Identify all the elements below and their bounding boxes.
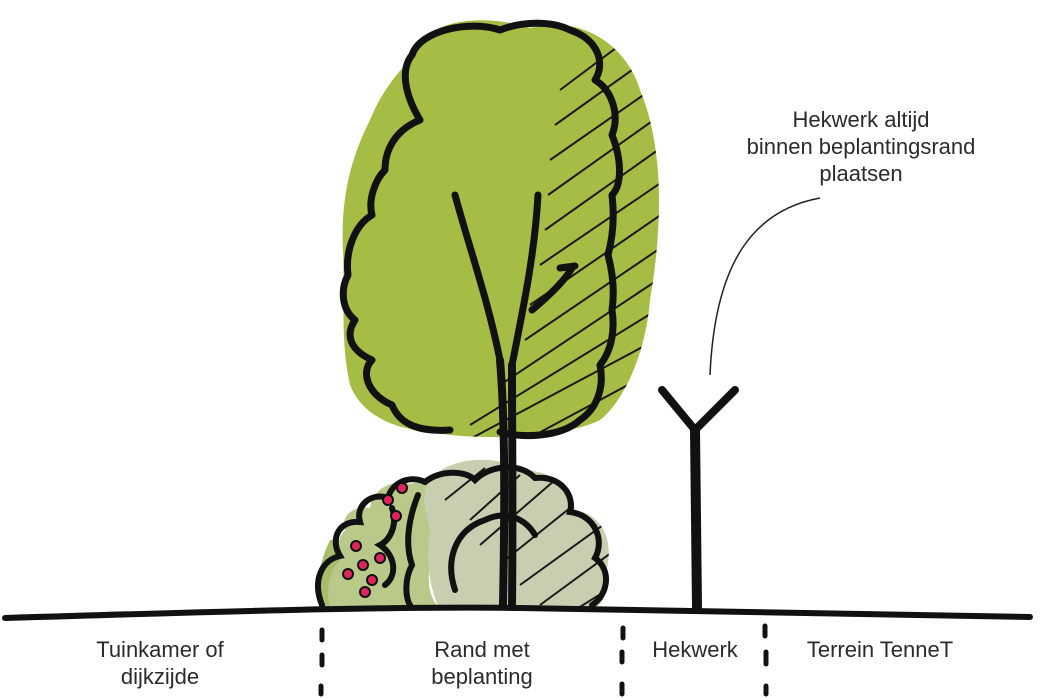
trunk-main (500, 360, 512, 605)
fence-post-arms (662, 390, 735, 430)
annotation-line-2: binnen beplantingsrand (716, 133, 1006, 160)
ground-line (5, 608, 1030, 618)
berry (397, 483, 407, 493)
berry (343, 569, 353, 579)
zone-label-hekwerk: Hekwerk (630, 636, 760, 663)
zone-label-line: beplanting (392, 663, 572, 690)
berry (391, 511, 401, 521)
zone-label-line: Rand met (392, 636, 572, 663)
fence-post-pole (695, 430, 697, 608)
zone-label-line: Hekwerk (630, 636, 760, 663)
zone-label-line: Tuinkamer of (60, 636, 260, 663)
zone-label-tuinkamer: Tuinkamer of dijkzijde (60, 636, 260, 690)
berry (360, 587, 370, 597)
annotation-line-1: Hekwerk altijd (716, 106, 1006, 133)
annotation-leader-line (710, 198, 820, 375)
shrub-sketch-icon (318, 460, 615, 610)
zone-label-terrein: Terrein TenneT (780, 636, 980, 663)
berry (358, 560, 368, 570)
berry (351, 541, 361, 551)
fence-post-icon (662, 390, 735, 608)
zone-label-rand: Rand met beplanting (392, 636, 572, 690)
berry (383, 495, 393, 505)
annotation-label: Hekwerk altijd binnen beplantingsrand pl… (716, 106, 1006, 187)
annotation-line-3: plaatsen (716, 160, 1006, 187)
zone-label-line: Terrein TenneT (780, 636, 980, 663)
zone-label-line: dijkzijde (60, 663, 260, 690)
berry (375, 553, 385, 563)
berry (367, 575, 377, 585)
